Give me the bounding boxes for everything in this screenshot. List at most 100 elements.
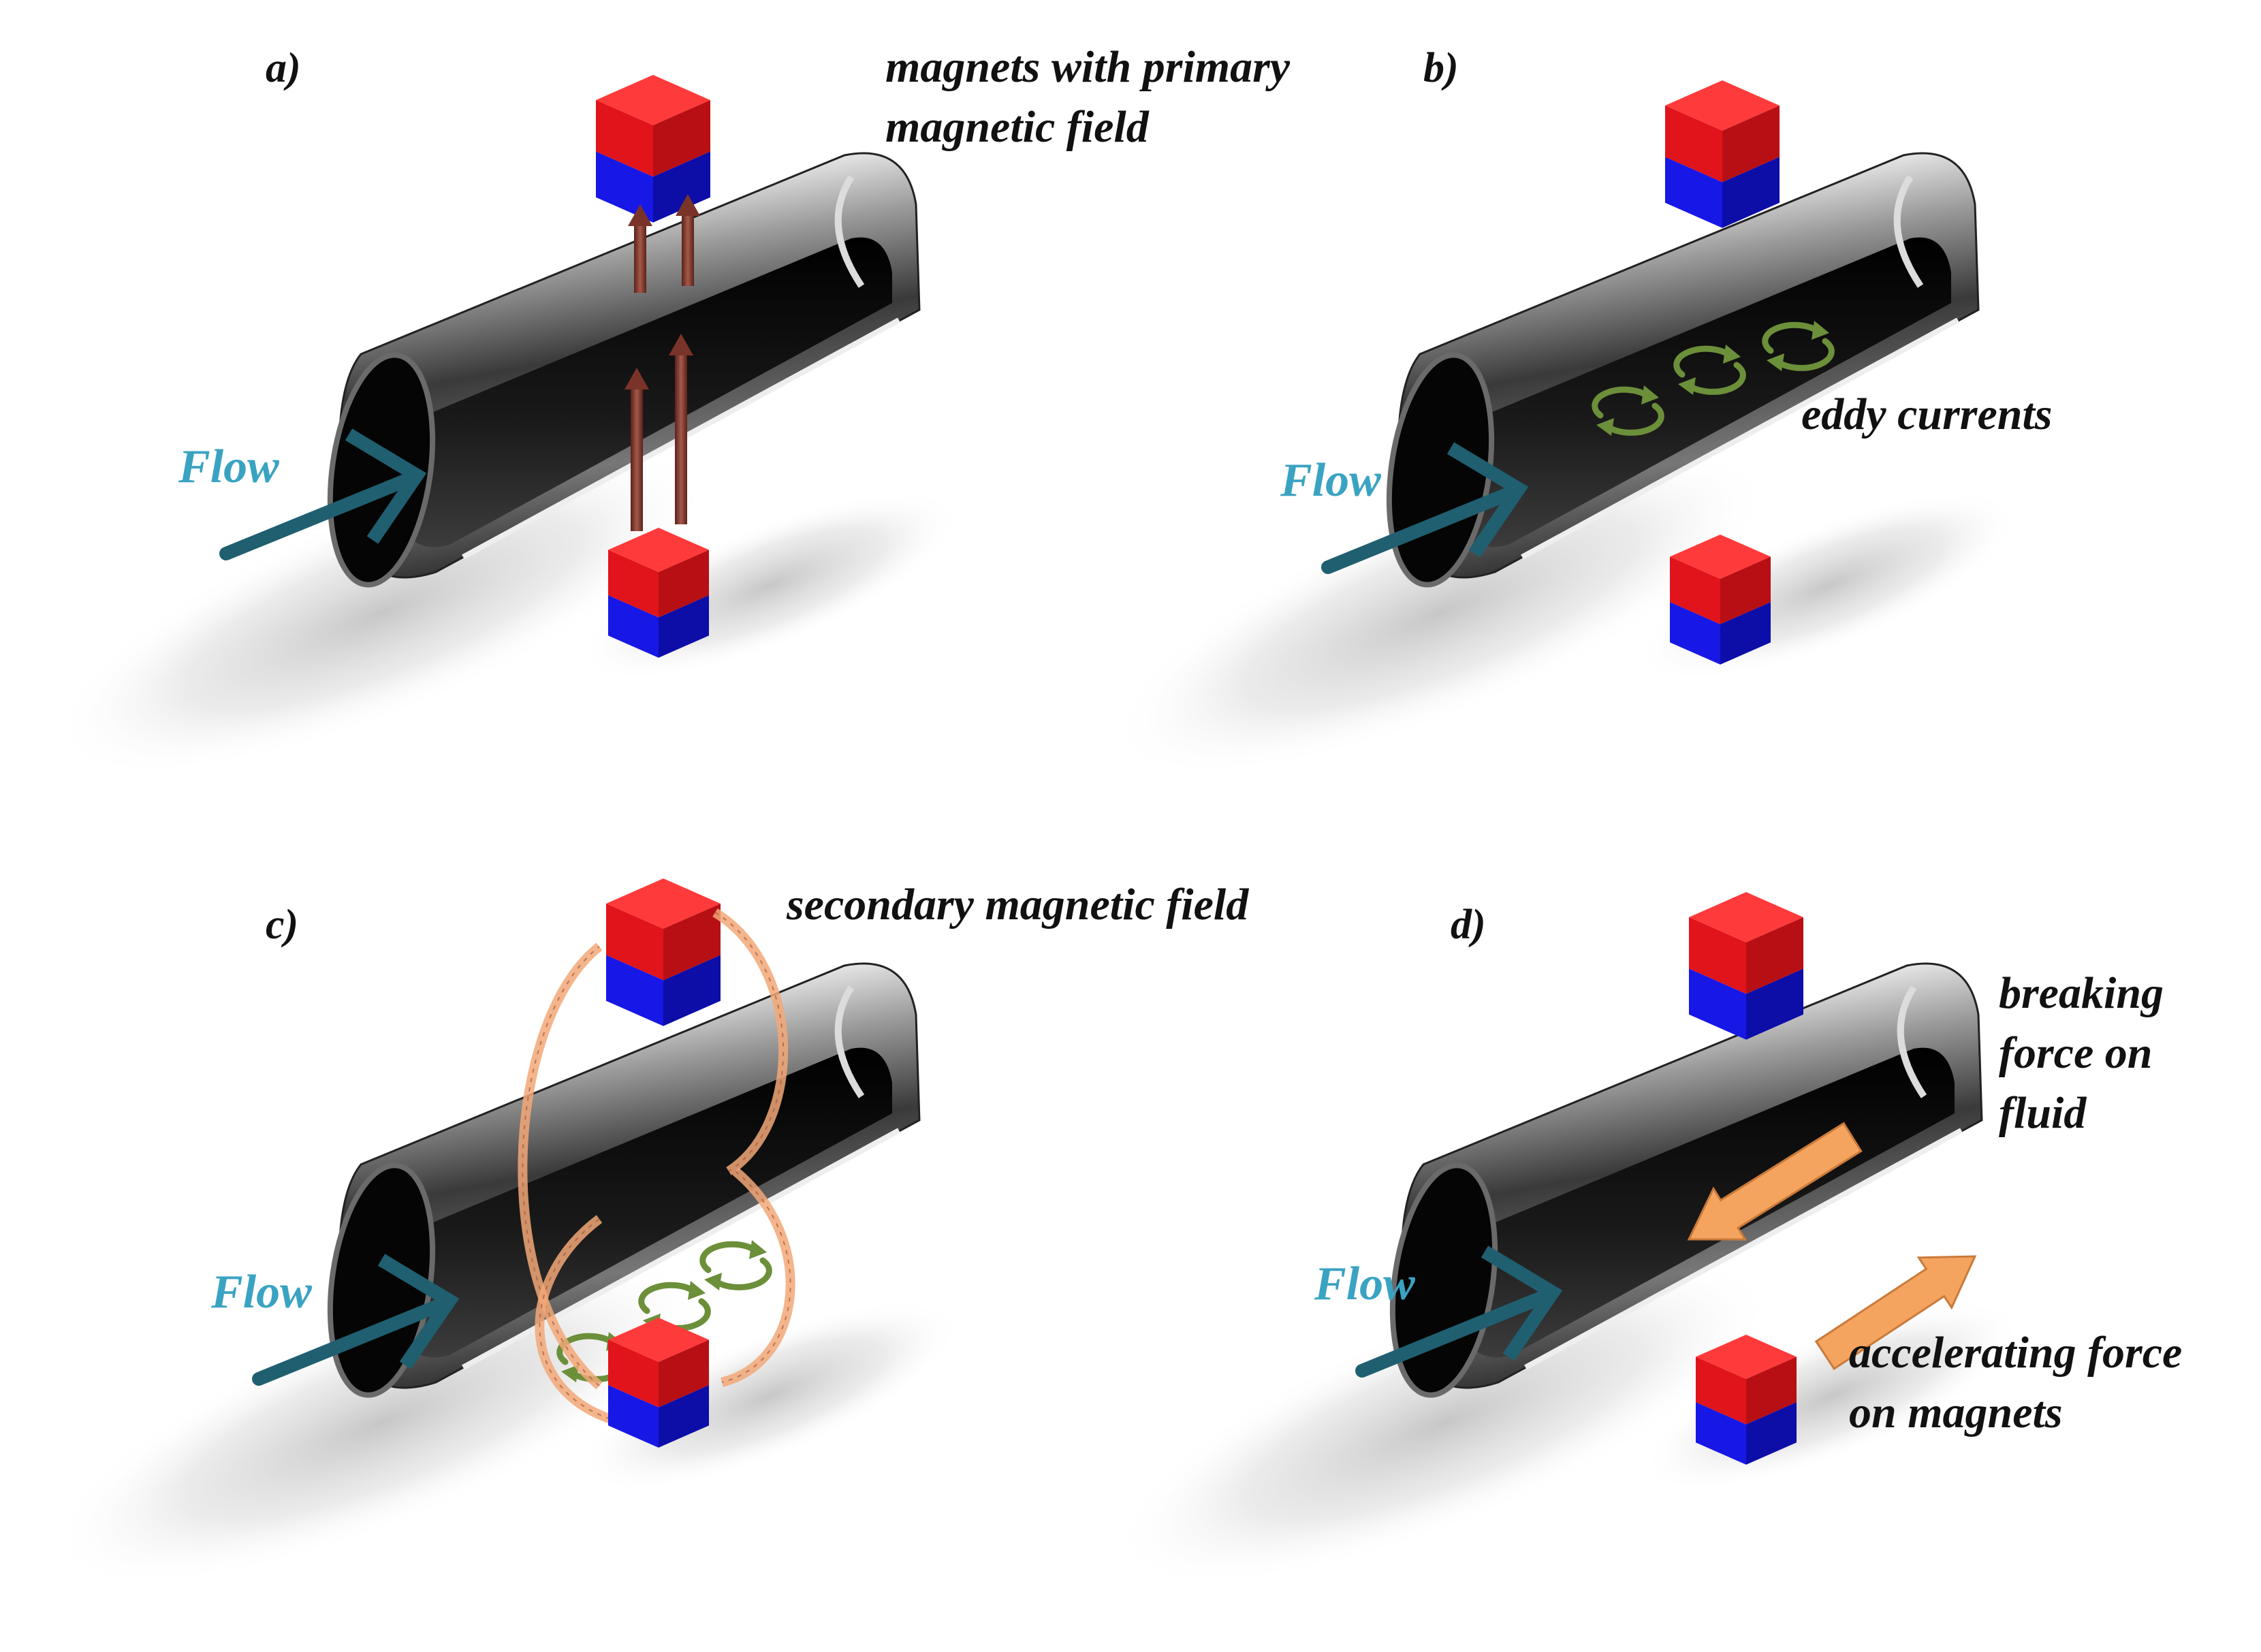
secondary-field-loop-right-upper — [712, 908, 789, 1175]
force-arrow-body — [1687, 1122, 1863, 1241]
panel-label: b) — [1423, 45, 1459, 91]
magnet-north-right — [653, 99, 710, 177]
magnet-north-left — [596, 99, 653, 177]
annotation-line-4: accelerating force — [1849, 1328, 2182, 1378]
annotation-line-2: magnetic field — [885, 102, 1150, 152]
field-arrowhead — [669, 334, 693, 355]
eddy-arc-upper — [556, 1333, 616, 1365]
panel-label: d) — [1451, 902, 1486, 948]
magnet-north-right — [1746, 917, 1803, 994]
magnet-bottom — [1696, 1335, 1797, 1465]
magnet-south-left — [1665, 157, 1722, 228]
field-arrow-shaft — [634, 223, 646, 293]
pipe-shadow — [1109, 449, 1771, 776]
magnet-north-right — [659, 550, 709, 618]
magnet-south-left — [608, 595, 659, 658]
magnet-top-face — [608, 1318, 709, 1363]
panel-label: c) — [266, 902, 298, 948]
field-arrowhead — [676, 194, 700, 216]
braking-force-arrow — [1687, 1122, 1863, 1241]
magnet-top — [1665, 80, 1780, 228]
eddy-arrowhead-lower — [561, 1365, 579, 1382]
flow-arrowhead — [377, 1254, 460, 1369]
flow-arrow-shaft — [219, 472, 417, 560]
flow-arrow — [1355, 1245, 1563, 1378]
secondary-field-loop-left-lower — [535, 1215, 615, 1425]
eddy-arrowhead-upper — [1812, 321, 1829, 340]
field-loop-dash — [522, 946, 600, 1386]
magnet-south-left — [1696, 1402, 1746, 1465]
annotation-line-1: magnets with primary — [885, 42, 1291, 92]
flow-arrow — [252, 1254, 460, 1386]
annotation-line-3: fluid — [1999, 1088, 2087, 1138]
magnet-north-right — [663, 903, 721, 981]
magnet-north-right — [1720, 556, 1771, 624]
magnet-north-left — [1689, 917, 1746, 994]
pipe — [1109, 152, 2020, 776]
magnet-north-left — [606, 903, 663, 981]
magnet-north-left — [608, 1339, 659, 1408]
eddy-arc-lower — [712, 1257, 772, 1290]
magnet-top — [606, 878, 721, 1026]
magnet-south-left — [596, 151, 653, 223]
magnet-south-right — [1746, 968, 1803, 1040]
pipe — [50, 962, 961, 1587]
flow-arrow — [1321, 442, 1529, 574]
flow-label: Flow — [1314, 1258, 1415, 1310]
accelerating-force-arrow — [1814, 1255, 1977, 1371]
pipe-inner-channel — [395, 237, 892, 547]
pipe-far-edge — [834, 175, 865, 288]
eddy-arc-lower — [1774, 338, 1835, 371]
magnet-top-face — [1689, 892, 1803, 942]
magnet-bottom — [608, 1318, 709, 1448]
field-loop-dash — [714, 912, 785, 1172]
magnet-south-left — [606, 955, 663, 1026]
pipe-shadow — [1113, 1260, 1775, 1587]
eddy-arc-lower — [1686, 362, 1746, 395]
magnet-top-face — [1670, 535, 1771, 579]
annotation-line-1: eddy currents — [1801, 390, 2052, 439]
eddy-arrowhead-upper — [1641, 385, 1659, 404]
magnet-south-right — [1720, 602, 1771, 665]
pipe-shadow — [50, 449, 712, 776]
magnet-top-face — [606, 878, 721, 929]
pipe-opening — [327, 352, 436, 588]
eddy-current-2 — [1673, 345, 1746, 395]
magnet-top-face — [608, 528, 709, 573]
magnet-north-left — [1665, 105, 1722, 182]
flow-arrow-shaft — [252, 1297, 449, 1386]
primary-field-arrow-1 — [624, 368, 649, 531]
field-arrow-shaft — [631, 387, 643, 531]
eddy-arrowhead-lower — [1678, 377, 1696, 395]
pipe-far-edge — [1893, 175, 1924, 288]
magnet-bottom — [1670, 535, 1771, 665]
flow-label: Flow — [178, 441, 279, 493]
annotation-line-2: force on — [1999, 1028, 2152, 1078]
magnet-north-left — [1696, 1356, 1746, 1425]
panel-label: a) — [266, 45, 301, 91]
eddy-arc-upper — [1592, 386, 1651, 419]
magnet-north-left — [608, 550, 659, 618]
eddy-current-3 — [1762, 321, 1835, 371]
primary-field-arrow-2 — [669, 334, 693, 524]
primary-field-arrow-4 — [676, 194, 700, 286]
magnet-north-right — [659, 1339, 709, 1408]
magnet-south-right — [1722, 157, 1780, 228]
flow-arrow-shaft — [1355, 1289, 1553, 1378]
magnet-south-left — [1689, 968, 1746, 1040]
magnet-north-left — [1670, 556, 1720, 624]
pipe-shadow-far — [578, 1301, 961, 1491]
pipe-far-edge — [1897, 985, 1927, 1098]
annotation-line-5: on magnets — [1849, 1388, 2063, 1437]
force-arrow-body — [1814, 1255, 1977, 1371]
panel-c: c) Flow secondary magnetic field — [50, 878, 1249, 1587]
magnet-north-right — [1722, 105, 1780, 182]
eddy-arc-upper — [638, 1282, 698, 1314]
annotation-line-1: secondary magnetic field — [786, 880, 1249, 930]
magnet-south-right — [663, 955, 721, 1026]
eddy-arc-upper — [1762, 321, 1822, 354]
flow-label: Flow — [210, 1266, 312, 1318]
pipe-opening — [1389, 1162, 1498, 1398]
